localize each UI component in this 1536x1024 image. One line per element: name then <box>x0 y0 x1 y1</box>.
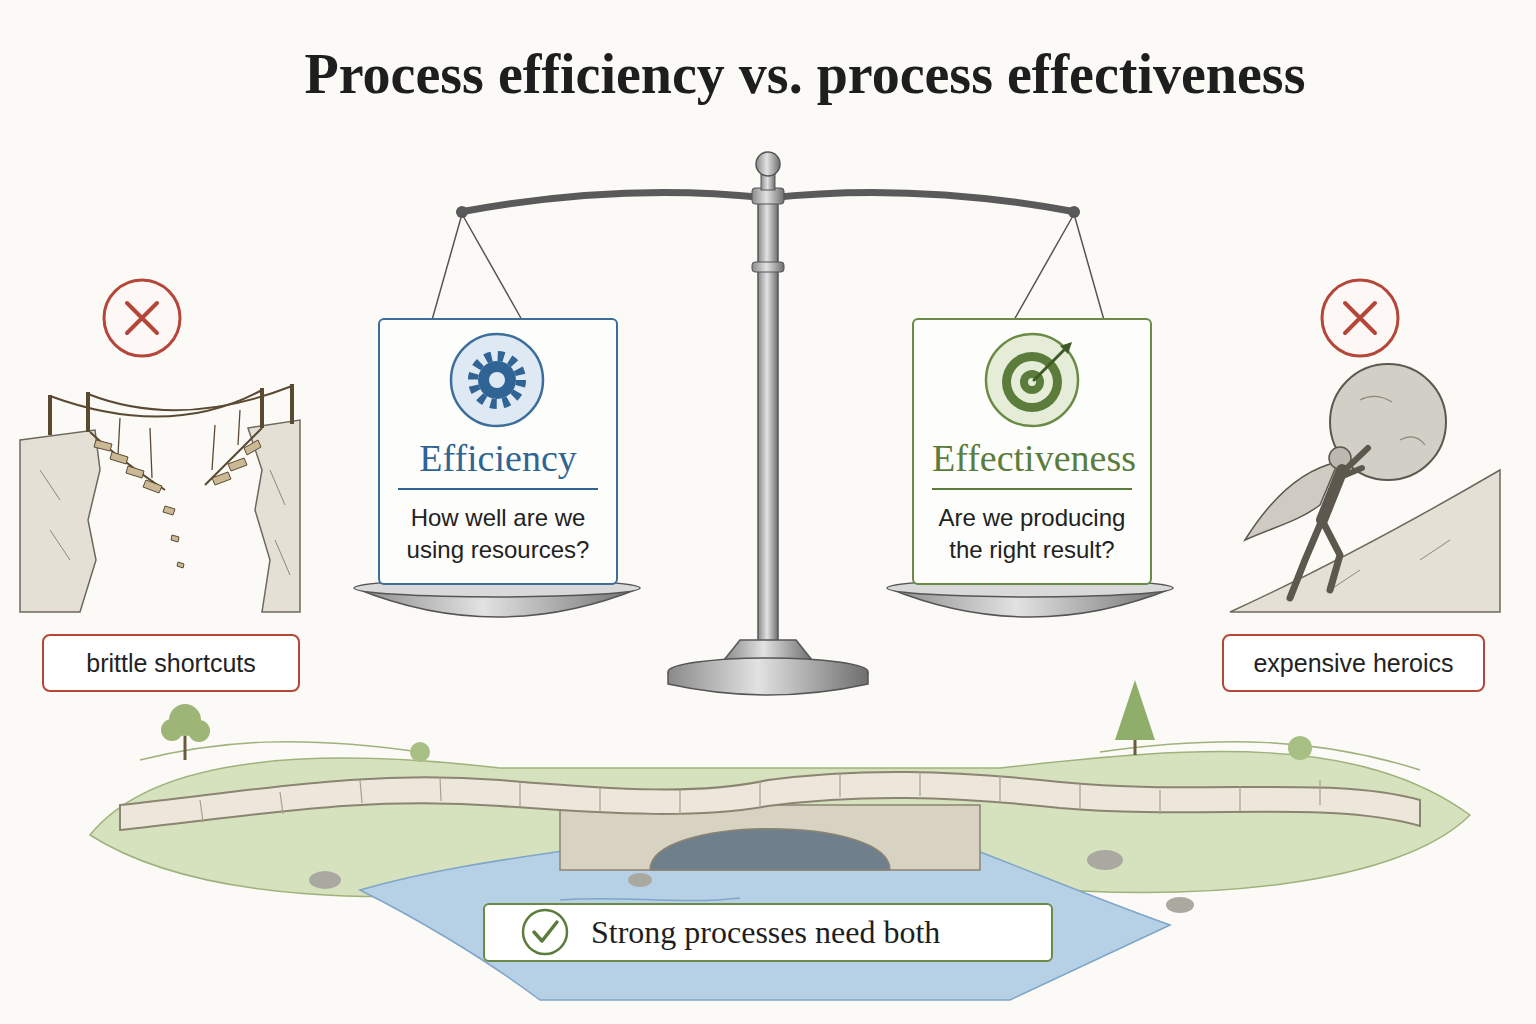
broken-rope-bridge <box>20 430 100 612</box>
efficiency-card: EfficiencyHow well are we using resource… <box>378 318 618 585</box>
conclusion-banner: Strong processes need both <box>483 903 1053 962</box>
trees <box>161 719 183 741</box>
balance-scale <box>1014 214 1104 320</box>
rocks <box>1087 850 1123 870</box>
broken-rope-bridge <box>118 410 240 478</box>
card-question: Are we producing the right result? <box>926 502 1138 567</box>
rocks <box>1166 897 1194 913</box>
landscape <box>140 742 420 760</box>
stone-bridge <box>560 805 980 870</box>
stone-bridge <box>120 771 1420 870</box>
balance-scale <box>432 214 522 320</box>
x-mark <box>104 280 1398 356</box>
warning-tag: brittle shortcuts <box>42 634 300 692</box>
stone-bridge <box>650 829 890 870</box>
boulder-pusher <box>1360 396 1425 445</box>
broken-rope-bridge <box>94 440 261 493</box>
effectiveness-card: EffectivenessAre we producing the right … <box>912 318 1152 585</box>
balance-scale <box>724 640 812 660</box>
broken-rope-bridge <box>163 506 184 568</box>
boulder-pusher <box>1230 470 1500 612</box>
banner-text: Strong processes need both <box>591 914 940 951</box>
broken-rope-bridge <box>86 392 90 432</box>
x-mark <box>1345 303 1375 333</box>
rocks <box>309 871 341 889</box>
balance-scale <box>668 672 868 695</box>
river <box>360 850 1170 1000</box>
stone-bridge <box>120 772 1420 830</box>
warning-tag: expensive heroics <box>1222 634 1485 692</box>
boulder-pusher <box>1330 364 1446 480</box>
broken-rope-bridge <box>20 384 300 612</box>
stone-bridge <box>200 771 1320 822</box>
trees <box>1288 736 1312 760</box>
boulder-pusher <box>1230 364 1500 612</box>
balance-scale <box>756 152 780 176</box>
x-mark <box>104 280 180 356</box>
boulder-pusher <box>1330 540 1450 590</box>
card-heading: Effectiveness <box>932 438 1132 490</box>
trees <box>188 720 210 742</box>
broken-rope-bridge <box>260 388 264 428</box>
x-mark <box>127 303 157 333</box>
river <box>360 850 1170 1000</box>
x-mark <box>1322 280 1398 356</box>
boulder-pusher <box>1290 520 1340 598</box>
card-question: How well are we using resources? <box>392 502 604 567</box>
boulder-pusher <box>1338 448 1368 478</box>
title: Process efficiency vs. process effective… <box>0 42 1536 106</box>
trees <box>1115 680 1155 740</box>
broken-rope-bridge <box>40 470 290 575</box>
broken-rope-bridge <box>48 395 52 435</box>
card-heading: Efficiency <box>398 438 598 490</box>
tag-text: brittle shortcuts <box>86 649 256 678</box>
landscape <box>1100 742 1420 770</box>
broken-rope-bridge <box>88 386 292 410</box>
broken-rope-bridge <box>290 384 294 424</box>
broken-rope-bridge <box>50 390 262 417</box>
balance-scale <box>354 152 1173 695</box>
rocks <box>628 873 652 887</box>
tag-text: expensive heroics <box>1253 649 1453 678</box>
balance-scale <box>752 262 784 272</box>
trees <box>410 742 430 762</box>
